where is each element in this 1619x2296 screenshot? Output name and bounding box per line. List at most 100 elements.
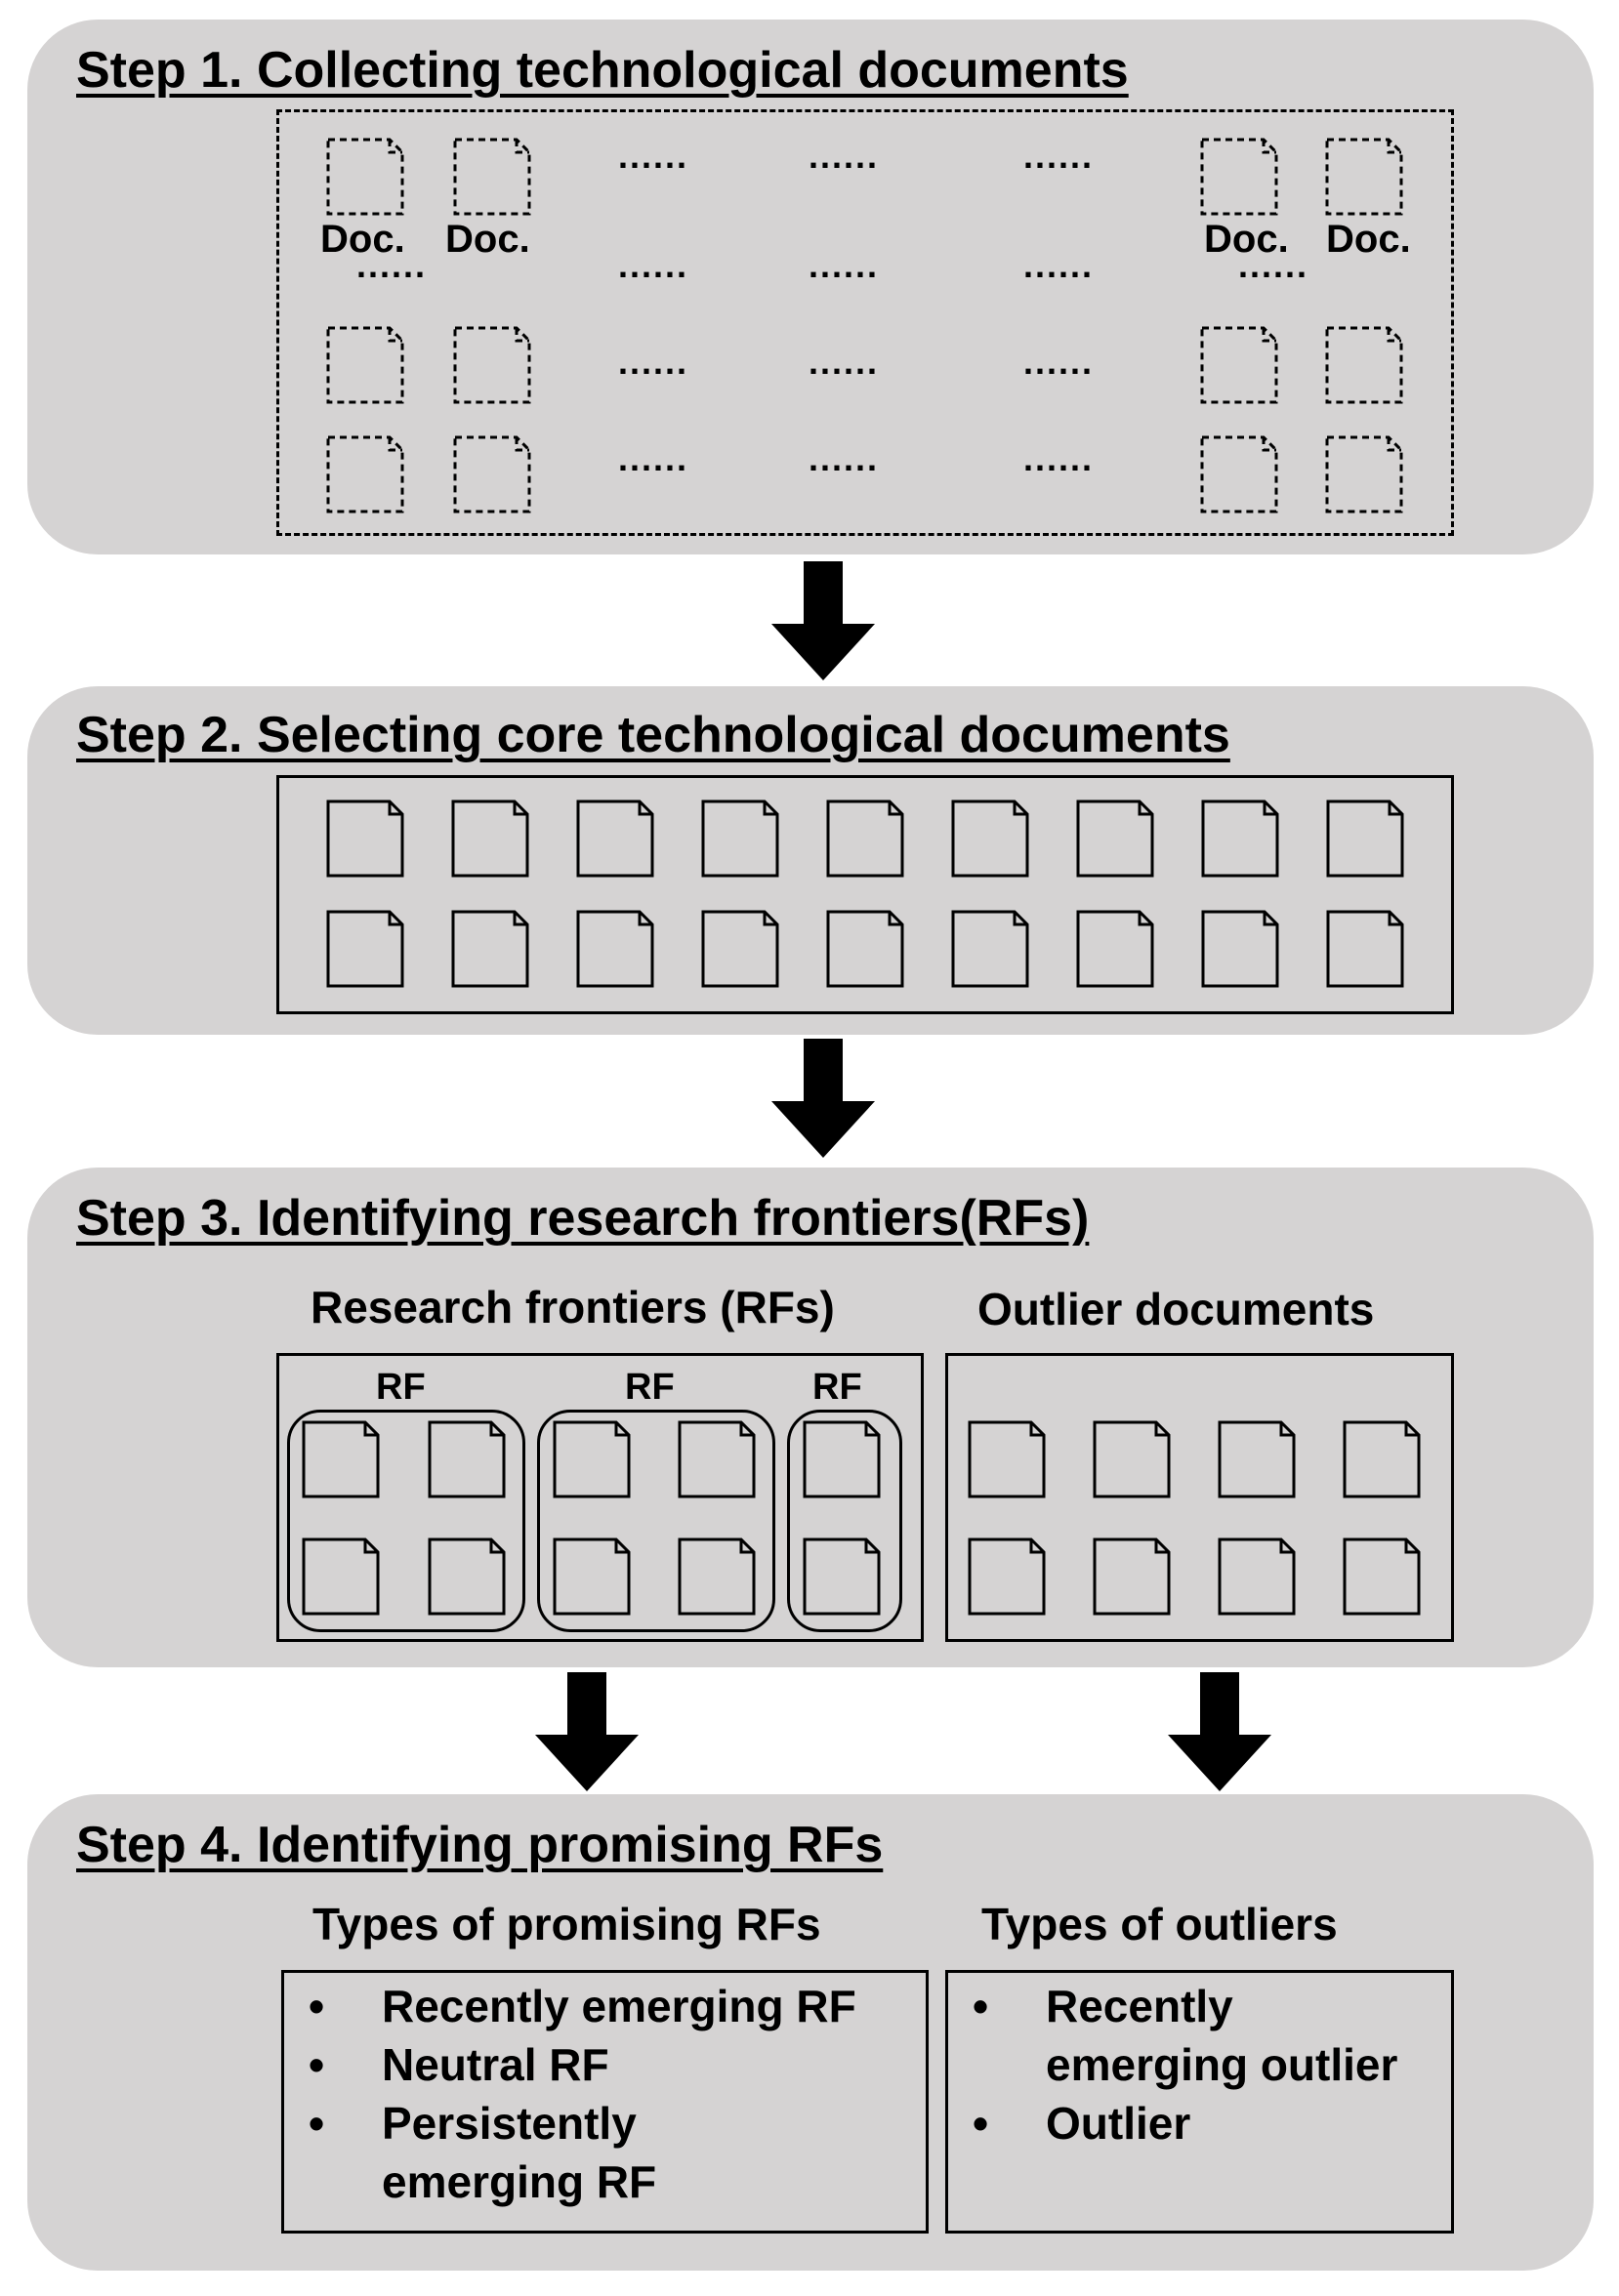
- document-icon: [1093, 1538, 1171, 1616]
- document-icon: [951, 800, 1029, 878]
- outlier-types-heading: Types of outliers: [981, 1899, 1338, 1949]
- doc-label: Doc.: [445, 218, 530, 261]
- document-icon: [968, 1420, 1046, 1498]
- document-icon: [1218, 1420, 1296, 1498]
- ellipsis: ......: [1023, 342, 1095, 382]
- document-icon: [576, 800, 654, 878]
- step2-panel: Step 2. Selecting core technological doc…: [27, 686, 1594, 1035]
- step3-title: Step 3. Identifying research frontiers(R…: [76, 1190, 1090, 1247]
- document-icon: [826, 800, 904, 878]
- promising-rf-type: Neutral RF: [284, 2035, 890, 2094]
- document-icon: [1076, 800, 1154, 878]
- document-icon: [326, 326, 404, 404]
- outlier-documents-box: [945, 1353, 1454, 1642]
- core-documents-box: [276, 775, 1454, 1014]
- ellipsis: ......: [618, 245, 689, 285]
- document-icon: [302, 1420, 380, 1498]
- document-icon: [453, 138, 531, 216]
- document-icon: [803, 1538, 881, 1616]
- document-icon: [326, 910, 404, 988]
- arrow-down-icon: [535, 1672, 639, 1791]
- promising-rf-types-box: [281, 1970, 929, 2234]
- document-icon: [1200, 435, 1278, 513]
- doc-label: Doc.: [1204, 218, 1289, 261]
- ellipsis: ......: [1023, 245, 1095, 285]
- document-icon: [1326, 800, 1404, 878]
- ellipsis: ......: [1238, 245, 1309, 285]
- ellipsis: ......: [618, 136, 689, 176]
- promising-rf-types-heading: Types of promising RFs: [312, 1899, 821, 1949]
- ellipsis: ......: [809, 136, 880, 176]
- arrow-down-icon: [1168, 1672, 1271, 1791]
- document-icon: [701, 910, 779, 988]
- arrow-down-icon: [771, 561, 875, 680]
- document-icon: [326, 138, 404, 216]
- arrow-down-icon: [771, 1039, 875, 1158]
- outlier-types-list: Recently emerging outlier Outlier: [948, 1977, 1436, 2152]
- promising-rf-type: Persistently emerging RF: [284, 2094, 811, 2211]
- rf-heading: Research frontiers (RFs): [311, 1282, 835, 1332]
- document-icon: [326, 435, 404, 513]
- document-icon: [1076, 910, 1154, 988]
- document-icon: [1093, 1420, 1171, 1498]
- doc-label: Doc.: [320, 218, 405, 261]
- rf-label: RF: [812, 1367, 862, 1408]
- document-icon: [968, 1538, 1046, 1616]
- document-icon: [678, 1538, 756, 1616]
- document-icon: [1326, 910, 1404, 988]
- rf-group: [787, 1410, 902, 1632]
- document-icon: [326, 800, 404, 878]
- document-icon: [1325, 326, 1403, 404]
- step1-panel: Step 1. Collecting technological documen…: [27, 20, 1594, 554]
- doc-label: Doc.: [1326, 218, 1411, 261]
- ellipsis: ......: [1023, 136, 1095, 176]
- ellipsis: ......: [809, 342, 880, 382]
- document-icon: [451, 910, 529, 988]
- document-icon: [1325, 435, 1403, 513]
- document-icon: [576, 910, 654, 988]
- ellipsis: ......: [809, 438, 880, 478]
- step1-title: Step 1. Collecting technological documen…: [76, 42, 1129, 99]
- document-icon: [1201, 800, 1279, 878]
- document-icon: [428, 1420, 506, 1498]
- document-icon: [1218, 1538, 1296, 1616]
- outlier-type: Outlier: [948, 2094, 1436, 2152]
- document-icon: [428, 1538, 506, 1616]
- outlier-type: Recently emerging outlier: [948, 1977, 1417, 2094]
- document-icon: [803, 1420, 881, 1498]
- document-icon: [1343, 1420, 1421, 1498]
- ellipsis: ......: [618, 438, 689, 478]
- document-icon: [302, 1538, 380, 1616]
- document-icon: [1325, 138, 1403, 216]
- rf-group: [537, 1410, 775, 1632]
- ellipsis: ......: [809, 245, 880, 285]
- document-icon: [678, 1420, 756, 1498]
- research-frontiers-box: [276, 1353, 924, 1642]
- document-icon: [553, 1420, 631, 1498]
- document-icon: [453, 326, 531, 404]
- document-icon: [1200, 138, 1278, 216]
- document-icon: [1200, 326, 1278, 404]
- document-icon: [453, 435, 531, 513]
- document-icon: [701, 800, 779, 878]
- outlier-types-box: [945, 1970, 1454, 2234]
- ellipsis: ......: [356, 245, 428, 285]
- step4-panel: Step 4. Identifying promising RFs Types …: [27, 1794, 1594, 2271]
- step4-title: Step 4. Identifying promising RFs: [76, 1817, 884, 1873]
- ellipsis: ......: [618, 342, 689, 382]
- document-icon: [951, 910, 1029, 988]
- step2-title: Step 2. Selecting core technological doc…: [76, 707, 1230, 763]
- document-icon: [826, 910, 904, 988]
- document-icon: [553, 1538, 631, 1616]
- rf-label: RF: [625, 1367, 675, 1408]
- rf-group: [287, 1410, 525, 1632]
- step3-panel: Step 3. Identifying research frontiers(R…: [27, 1168, 1594, 1667]
- document-icon: [1343, 1538, 1421, 1616]
- promising-rf-type: Recently emerging RF: [284, 1977, 890, 2035]
- promising-rf-types-list: Recently emerging RF Neutral RF Persiste…: [284, 1977, 890, 2211]
- rf-label: RF: [376, 1367, 426, 1408]
- collected-documents-box: [276, 109, 1454, 536]
- ellipsis: ......: [1023, 438, 1095, 478]
- outlier-documents-heading: Outlier documents: [977, 1284, 1375, 1334]
- document-icon: [1201, 910, 1279, 988]
